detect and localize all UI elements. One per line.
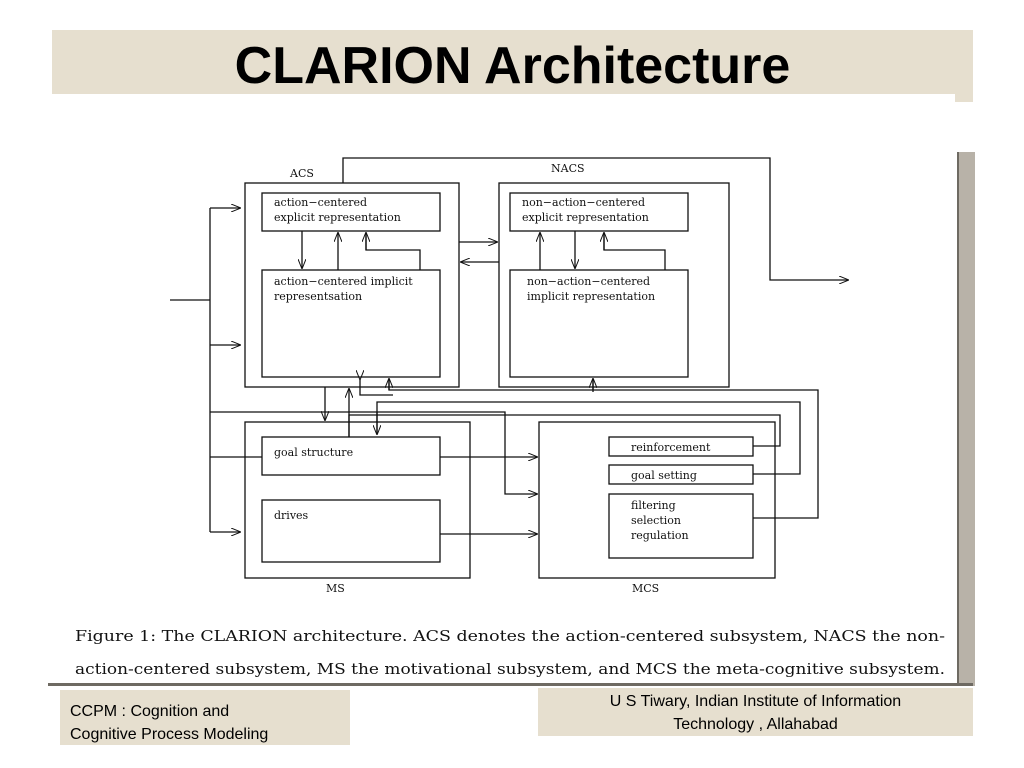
mcs-feedback-1 [360,379,393,396]
mcs-box [538,421,776,579]
footer-author-line-1: U S Tiwary, Indian Institute of Informat… [609,693,902,710]
figure-frame-bottom-line [48,683,973,686]
filtering-label: filtering [631,499,676,512]
figure-caption-line-2: action-centered subsystem, MS the motiva… [75,662,945,678]
nacs-explicit-label-1: non−action−centered [522,196,645,209]
acs-explicit-box [261,192,441,232]
nacs-label: NACS [551,162,585,175]
goal-setting-label: goal setting [631,469,697,482]
left-bus-to-mcs [210,411,537,494]
acs-label: ACS [289,167,314,180]
filtering-box [608,493,754,559]
selection-label: selection [631,514,681,527]
footer-course-line-2: Cognitive Process Modeling [70,726,269,743]
nacs-implicit-label-2: implicit representation [527,290,655,303]
drives-label: drives [274,509,309,522]
acs-loop-arrow [365,233,421,270]
figure-frame [48,150,973,688]
output-connector [342,157,848,280]
footer-course-line-1: CCPM : Cognition and [70,703,230,720]
nacs-implicit-box [509,269,689,378]
reinforcement-label: reinforcement [631,441,711,454]
footer-course: CCPM : Cognition and Cognitive Process M… [60,690,350,745]
figure-caption-line-1: Figure 1: The CLARION architecture. ACS … [75,629,945,645]
mcs-feedback-2 [388,379,819,519]
mcs-label: MCS [632,582,659,595]
ms-box [244,421,471,579]
figure-frame-shadow [957,152,975,686]
nacs-explicit-box [509,192,689,232]
footer-author-line-2: Technology , Allahabad [673,716,838,733]
acs-explicit-label-2: explicit representation [274,211,401,224]
acs-implicit-box [261,269,441,378]
acs-implicit-label-1: action−centered implicit [274,275,413,288]
mcs-feedback-5 [348,414,781,447]
regulation-label: regulation [631,529,689,542]
title-band: CLARION Architecture [52,30,973,102]
goal-structure-label: goal structure [274,446,353,459]
nacs-loop-arrow [603,233,666,270]
acs-implicit-label-2: representsation [274,290,362,303]
nacs-explicit-label-2: explicit representation [522,211,649,224]
nacs-box [498,182,730,388]
acs-box [244,182,460,388]
footer-author: U S Tiwary, Indian Institute of Informat… [538,688,973,736]
drives-box [261,499,441,563]
ms-label: MS [326,582,345,595]
acs-explicit-label-1: action−centered [274,196,367,209]
nacs-implicit-label-1: non−action−centered [527,275,650,288]
slide-title: CLARION Architecture [234,37,791,95]
goal-structure-box [261,436,441,476]
